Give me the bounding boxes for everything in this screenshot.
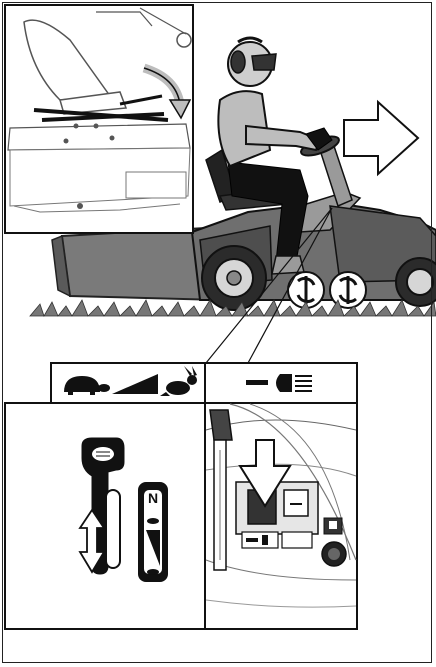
- neutral-label: N: [148, 490, 158, 506]
- dash-panel-detail: [206, 404, 356, 628]
- neutral-position-label: N: [138, 482, 168, 582]
- control-panel-inset: N: [5, 363, 357, 629]
- seat-detail-inset: [5, 5, 193, 233]
- forward-direction-arrow: [344, 102, 418, 174]
- front-wheel: [396, 258, 436, 306]
